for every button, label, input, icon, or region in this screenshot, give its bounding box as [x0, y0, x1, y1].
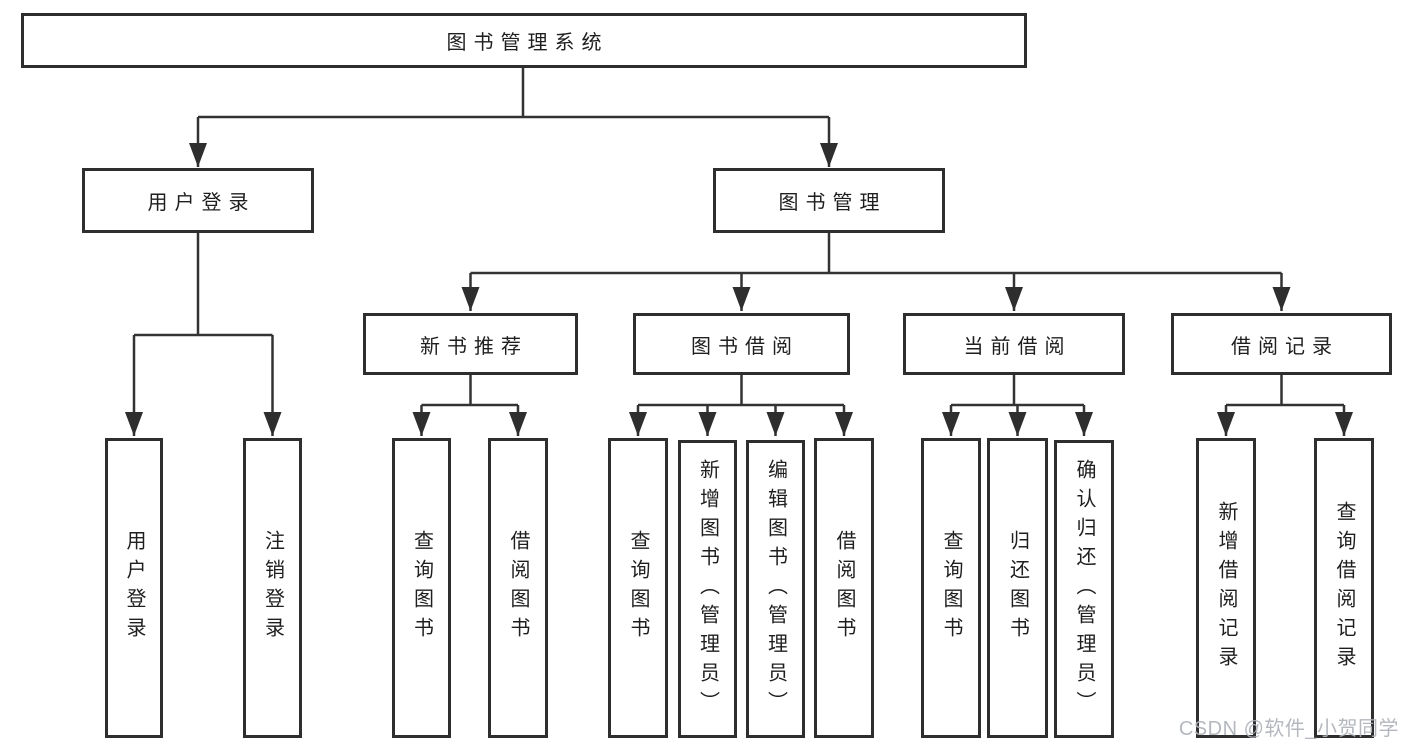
leaf-confirm-return-admin-label: 确认归还（管理员） — [1073, 458, 1095, 720]
leaf-query-borrow-record-label: 查询借阅记录 — [1333, 501, 1355, 675]
node-new-book-recommend: 新书推荐 — [363, 313, 578, 375]
leaf-current-query-book: 查询图书 — [921, 438, 981, 738]
leaf-borrow-book: 借阅图书 — [814, 438, 874, 738]
node-borrow-record-label: 借阅记录 — [1231, 335, 1339, 358]
node-book-management: 图书管理 — [713, 168, 945, 233]
node-user-login: 用户登录 — [82, 168, 314, 233]
leaf-user-login: 用户登录 — [105, 438, 163, 738]
node-book-borrow-label: 图书借阅 — [691, 335, 799, 358]
leaf-recommend-query-book-label: 查询图书 — [410, 530, 433, 646]
leaf-return-book-label: 归还图书 — [1006, 530, 1029, 646]
leaf-query-borrow-record: 查询借阅记录 — [1314, 438, 1374, 738]
leaf-add-borrow-record: 新增借阅记录 — [1196, 438, 1256, 738]
leaf-confirm-return-admin: 确认归还（管理员） — [1054, 440, 1114, 738]
leaf-borrow-book-label: 借阅图书 — [833, 530, 855, 646]
node-book-management-label: 图书管理 — [778, 192, 887, 214]
leaf-edit-book-admin: 编辑图书（管理员） — [746, 440, 805, 738]
leaf-logout: 注销登录 — [243, 438, 302, 738]
leaf-add-borrow-record-label: 新增借阅记录 — [1215, 501, 1237, 675]
leaf-recommend-borrow-book: 借阅图书 — [488, 438, 548, 738]
node-current-borrow-label: 当前借阅 — [963, 335, 1072, 358]
connector-arrows — [125, 117, 1353, 436]
node-user-login-label: 用户登录 — [147, 192, 256, 214]
leaf-return-book: 归还图书 — [987, 438, 1048, 738]
node-root-system-label: 图书管理系统 — [446, 32, 609, 54]
leaf-add-book-admin-label: 新增图书（管理员） — [696, 458, 719, 720]
connector-lines — [134, 68, 1344, 407]
leaf-recommend-query-book: 查询图书 — [392, 438, 451, 738]
leaf-borrow-query-book: 查询图书 — [608, 438, 668, 738]
csdn-watermark: CSDN @软件_小贺同学 — [1178, 718, 1399, 740]
leaf-borrow-query-book-label: 查询图书 — [627, 530, 649, 646]
leaf-edit-book-admin-label: 编辑图书（管理员） — [764, 458, 787, 720]
leaf-current-query-book-label: 查询图书 — [940, 530, 962, 646]
node-new-book-recommend-label: 新书推荐 — [420, 335, 528, 358]
node-current-borrow: 当前借阅 — [903, 313, 1125, 375]
leaf-user-login-label: 用户登录 — [123, 530, 145, 646]
leaf-add-book-admin: 新增图书（管理员） — [678, 440, 737, 738]
node-borrow-record: 借阅记录 — [1171, 313, 1392, 375]
node-root-system: 图书管理系统 — [21, 13, 1027, 68]
node-book-borrow: 图书借阅 — [633, 313, 850, 375]
leaf-recommend-borrow-book-label: 借阅图书 — [507, 530, 529, 646]
leaf-logout-label: 注销登录 — [261, 530, 284, 646]
